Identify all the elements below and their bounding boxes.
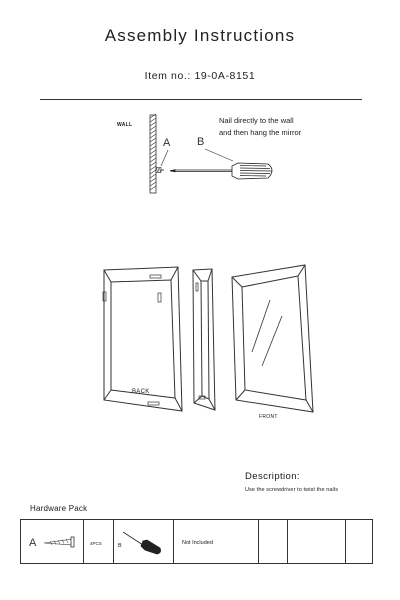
- nail-icon: [43, 536, 75, 548]
- mirror-side-view: [192, 268, 216, 411]
- description-text: Use the screwdriver to twist the nails: [245, 487, 339, 493]
- screwdriver-table-icon: [122, 531, 161, 555]
- table-divider: [258, 520, 259, 563]
- wall-illustration: [149, 113, 157, 194]
- table-divider: [287, 520, 288, 563]
- nail-in-wall-icon: [155, 167, 164, 173]
- table-divider: [345, 520, 346, 563]
- mirror-back-view: [102, 266, 183, 412]
- table-divider: [83, 520, 84, 563]
- header-divider: [40, 99, 362, 100]
- table-divider: [173, 520, 174, 563]
- part-b-leader: [204, 148, 234, 162]
- page-title: Assembly Instructions: [104, 26, 296, 45]
- wall-label: WALL: [117, 122, 133, 128]
- part-b-label: B: [197, 136, 205, 148]
- hardware-table: A 4PCS B Not Included: [20, 519, 373, 564]
- hardware-item-note: Not Included: [182, 540, 213, 546]
- glass-reflection-line: [261, 315, 283, 367]
- front-view-label: FRONT: [259, 414, 278, 420]
- hardware-pack-title: Hardware Pack: [30, 504, 88, 513]
- screwdriver-icon: [169, 162, 273, 180]
- step-note: Nail directly to the wall and then hang …: [219, 115, 301, 139]
- back-view-label: BACK: [132, 389, 150, 395]
- hardware-item-letter: A: [29, 537, 37, 549]
- part-a-leader: [160, 149, 169, 167]
- hardware-item-qty: 4PCS: [90, 541, 102, 546]
- description-title: Description:: [245, 471, 300, 482]
- hardware-item-letter: B: [118, 543, 122, 549]
- step-note-line: Nail directly to the wall: [219, 116, 294, 125]
- glass-reflection-line: [251, 299, 271, 353]
- table-divider: [113, 520, 114, 563]
- step-note-line: and then hang the mirror: [219, 128, 302, 137]
- item-number: Item no.: 19-0A-8151: [144, 70, 256, 82]
- mirror-front-view: [231, 264, 314, 413]
- part-a-label: A: [163, 137, 171, 149]
